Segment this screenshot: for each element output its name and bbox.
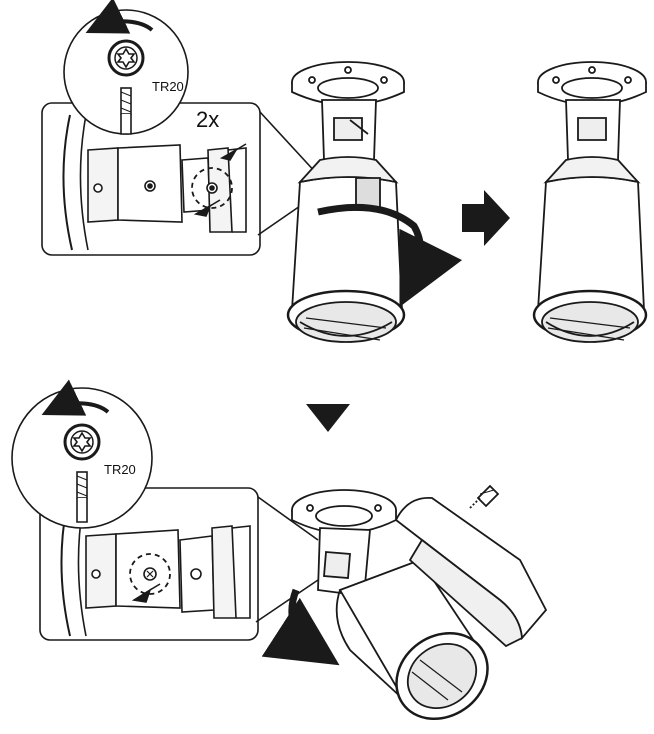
camera-step1 xyxy=(288,62,421,342)
step3-magnifier: TR20 xyxy=(12,388,152,528)
step3-driver-bit xyxy=(77,472,87,522)
step1-leader-line xyxy=(260,112,318,175)
camera-step3 xyxy=(292,486,546,734)
arrow-down-icon xyxy=(306,404,350,432)
tilt-arrow-icon xyxy=(292,590,316,650)
step1-tool-label: TR20 xyxy=(152,79,184,94)
step1-detail xyxy=(42,103,318,255)
sunshield-screw xyxy=(470,486,498,508)
arrow-right-icon xyxy=(462,190,510,246)
step1-arm-body xyxy=(88,148,118,222)
camera-step2 xyxy=(534,62,646,342)
step3-tool-label: TR20 xyxy=(104,462,136,477)
torx-screw-icon xyxy=(109,41,143,75)
step1-count-label: 2x xyxy=(196,107,219,132)
step1-magnifier: TR20 xyxy=(64,10,188,134)
torx-screw-icon-2 xyxy=(65,425,99,459)
step1-driver-bit xyxy=(121,88,131,134)
